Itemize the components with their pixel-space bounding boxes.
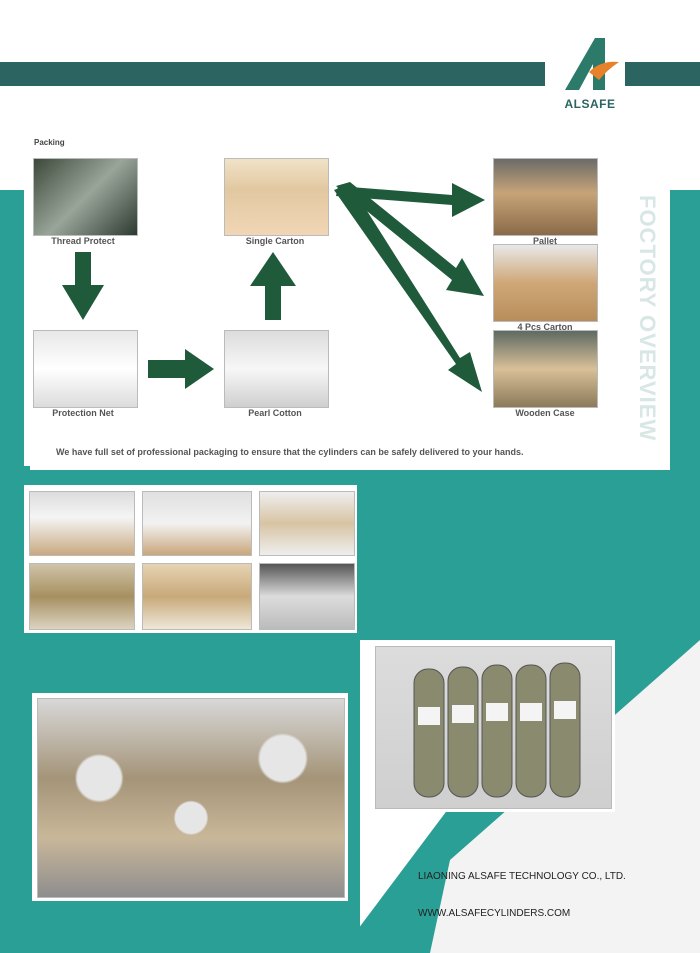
arrow-down-icon: [62, 252, 104, 320]
flow-arrows: [62, 182, 485, 392]
grid-photo-3: [259, 491, 355, 556]
header-band-right: [625, 62, 700, 86]
four-pcs-carton-label: 4 Pcs Carton: [517, 322, 573, 332]
header-band: [0, 62, 545, 86]
section-title: Packing: [34, 138, 65, 147]
company-name: LIAONING ALSAFE TECHNOLOGY CO., LTD.: [418, 871, 626, 882]
logo: ALSAFE: [555, 34, 625, 111]
website-link[interactable]: WWW.ALSAFECYLINDERS.COM: [418, 908, 571, 919]
side-title: FOCTORY OVERVIEW: [635, 195, 660, 442]
pearl-cotton-photo: [224, 330, 329, 408]
arrow-right-icon: [148, 349, 214, 389]
grid-photo-2: [142, 491, 252, 556]
single-carton-label: Single Carton: [245, 236, 305, 246]
protection-net-photo: [33, 330, 138, 408]
pallet-photo: [493, 158, 598, 236]
grid-photo-4: [29, 563, 135, 630]
grid-photo-6: [259, 563, 355, 630]
packing-caption: We have full set of professional packagi…: [56, 447, 524, 457]
four-pcs-carton-photo: [493, 244, 598, 322]
cylinders-illustration: [413, 662, 581, 798]
logo-mark-icon: [565, 38, 619, 90]
cylinders-photo: [375, 646, 612, 809]
grid-photo-5: [142, 563, 252, 630]
pearl-cotton-label: Pearl Cotton: [248, 408, 302, 418]
logo-text: ALSAFE: [564, 97, 616, 111]
pallet-label: Pallet: [532, 236, 557, 246]
thread-protect-photo: [33, 158, 138, 236]
arrow-to-wooden-case-icon: [334, 184, 482, 392]
protection-net-label: Protection Net: [52, 408, 114, 418]
wooden-case-label: Wooden Case: [515, 408, 575, 418]
arrow-up-icon: [250, 252, 296, 320]
wooden-case-photo: [493, 330, 598, 408]
thread-protect-label: Thread Protect: [51, 236, 115, 246]
single-carton-photo: [224, 158, 329, 236]
grid-photo-1: [29, 491, 135, 556]
aluminum-stock-photo: [37, 698, 345, 898]
arrow-to-carton-icon: [336, 182, 484, 296]
arrow-to-pallet-icon: [336, 183, 485, 217]
